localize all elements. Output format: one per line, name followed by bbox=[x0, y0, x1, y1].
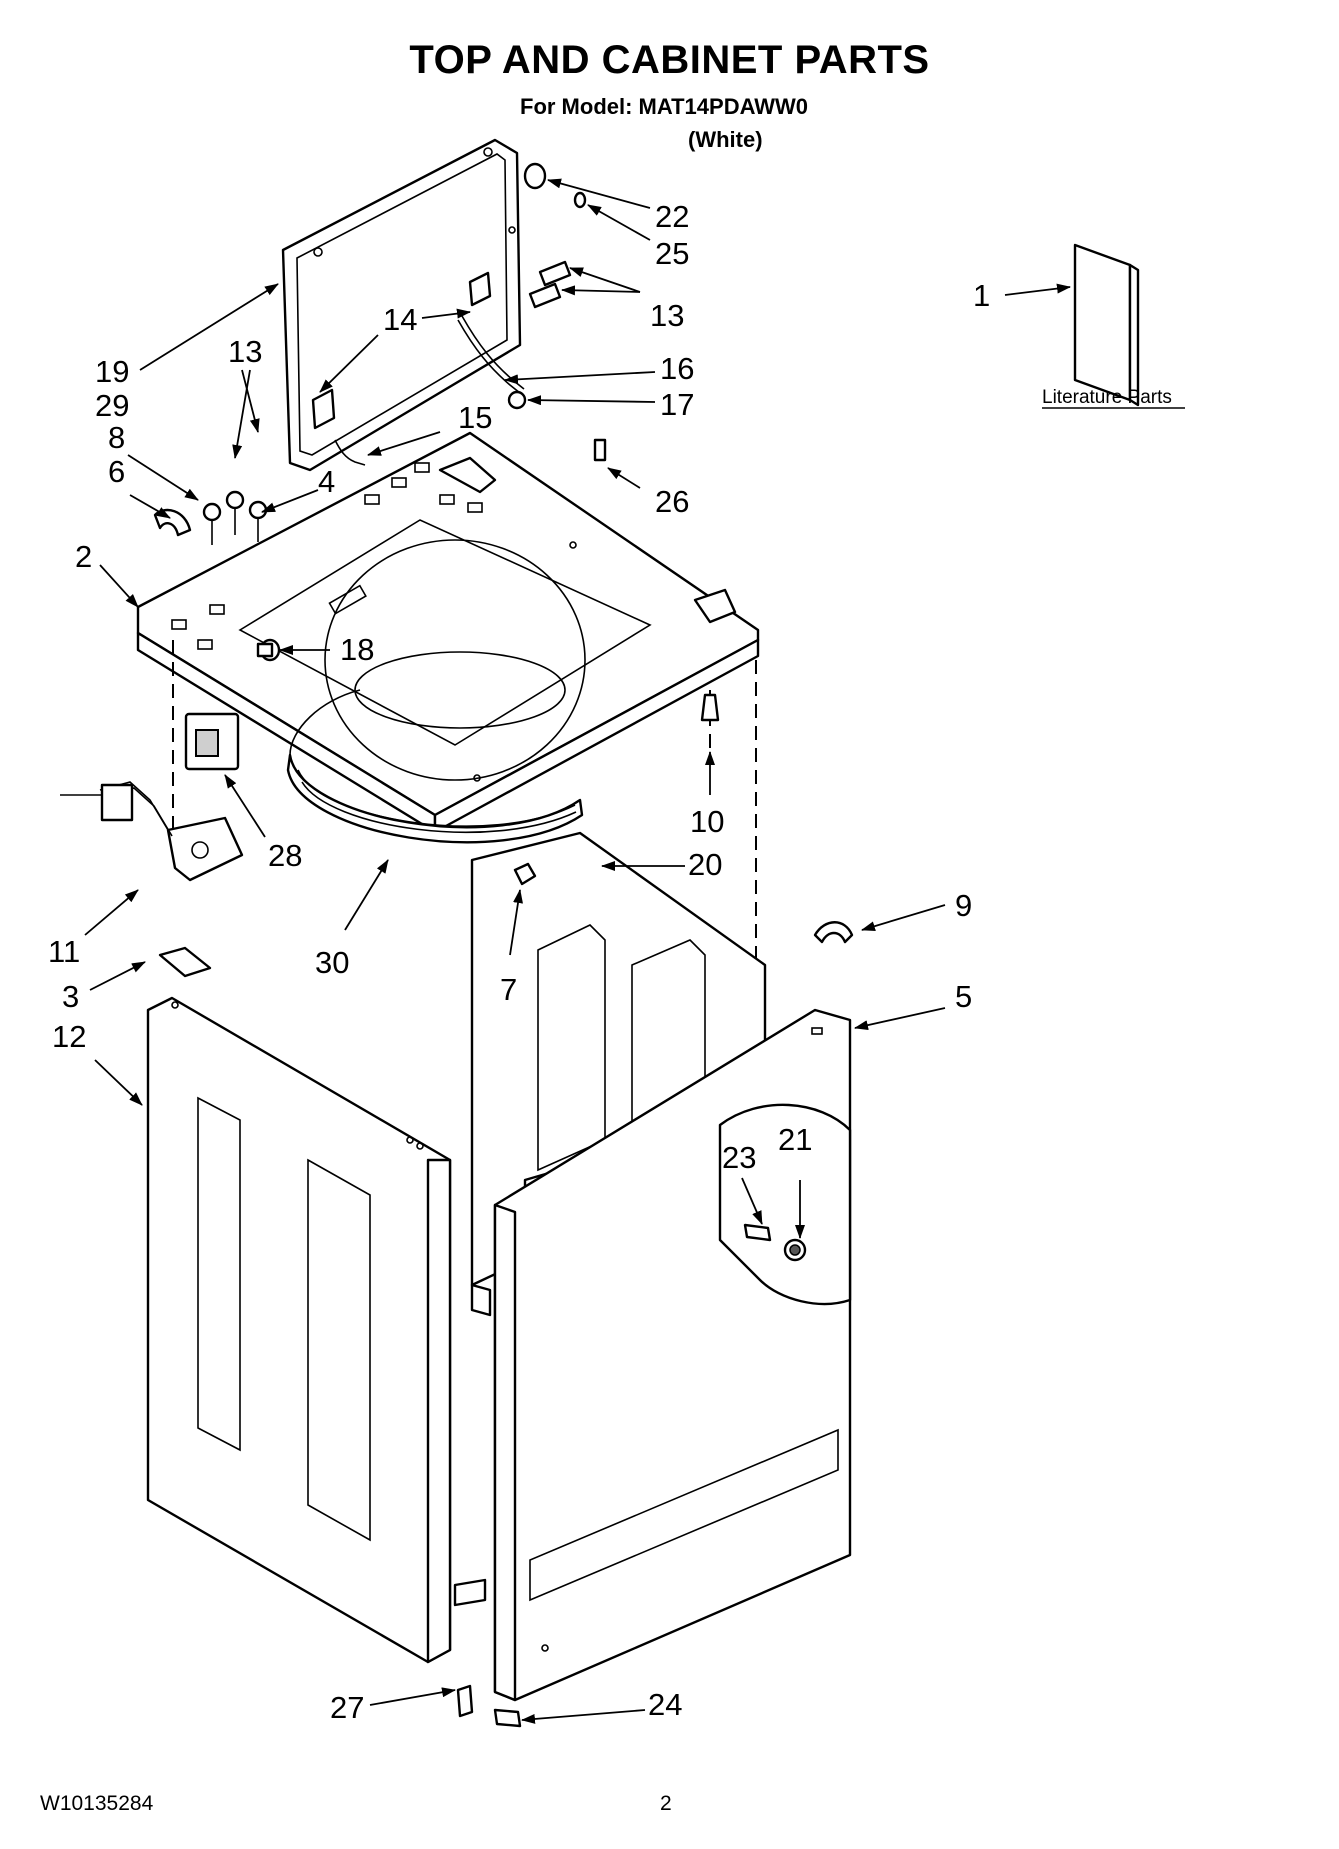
color-note: (White) bbox=[688, 127, 763, 152]
cabinet-clip bbox=[513, 862, 537, 886]
callout-4: 4 bbox=[318, 464, 335, 499]
model-line: For Model: MAT14PDAWW0 bbox=[520, 94, 809, 119]
callout-17: 17 bbox=[660, 387, 694, 422]
top-screw bbox=[593, 438, 607, 462]
callout-3: 3 bbox=[62, 979, 79, 1014]
document-number: W10135284 bbox=[40, 1792, 154, 1815]
callout-15: 15 bbox=[458, 400, 492, 435]
callout-28: 28 bbox=[268, 838, 302, 873]
callout-29: 29 bbox=[95, 388, 129, 423]
page-title: TOP AND CABINET PARTS bbox=[409, 38, 930, 82]
lid-frame bbox=[281, 138, 522, 472]
callout-16: 16 bbox=[660, 351, 694, 386]
callout-26: 26 bbox=[655, 484, 689, 519]
callout-11: 11 bbox=[48, 934, 80, 969]
clip bbox=[813, 921, 854, 944]
callout-12: 12 bbox=[52, 1019, 86, 1054]
callout-1: 1 bbox=[973, 278, 990, 313]
callout-14: 14 bbox=[383, 302, 417, 337]
callout-numbers: 1 2 3 4 5 6 7 8 9 10 11 12 13 13 14 15 1… bbox=[48, 199, 990, 1725]
literature-parts-label: Literature Parts bbox=[1042, 387, 1172, 408]
callout-5: 5 bbox=[955, 979, 972, 1014]
callout-30: 30 bbox=[315, 945, 349, 980]
spacer-pad bbox=[158, 946, 212, 978]
callout-20: 20 bbox=[688, 847, 722, 882]
callout-27: 27 bbox=[330, 1690, 364, 1725]
callout-24: 24 bbox=[648, 1687, 682, 1722]
callout-19: 19 bbox=[95, 354, 129, 389]
callout-13-left: 13 bbox=[228, 334, 262, 369]
callout-2: 2 bbox=[75, 539, 92, 574]
callout-13-right: 13 bbox=[650, 298, 684, 333]
page-number: 2 bbox=[660, 1792, 672, 1815]
callout-25: 25 bbox=[655, 236, 689, 271]
callout-22: 22 bbox=[655, 199, 689, 234]
bottom-screw bbox=[493, 1708, 522, 1728]
lid-bumpers bbox=[523, 162, 587, 209]
literature-booklet: Literature Parts bbox=[1042, 243, 1185, 409]
cabinet-front bbox=[146, 996, 452, 1664]
tub-ring bbox=[286, 689, 584, 844]
hinge-screws bbox=[528, 260, 572, 309]
bottom-clip bbox=[456, 1684, 474, 1718]
hinge-and-rod bbox=[311, 271, 527, 466]
callout-18: 18 bbox=[340, 632, 374, 667]
callout-7: 7 bbox=[500, 972, 517, 1007]
cabinet-right-side bbox=[493, 1008, 852, 1702]
cabinet-top bbox=[136, 431, 760, 834]
panel-screws bbox=[743, 1223, 807, 1262]
top-fasteners bbox=[153, 490, 268, 545]
callout-6: 6 bbox=[108, 454, 125, 489]
lid-switch-assembly bbox=[60, 712, 244, 882]
callout-9: 9 bbox=[955, 888, 972, 923]
callout-23: 23 bbox=[722, 1140, 756, 1175]
callout-8: 8 bbox=[108, 420, 125, 455]
leader-lines bbox=[84, 178, 1071, 1724]
water-inlet bbox=[256, 638, 281, 662]
mounting-bolt bbox=[700, 693, 720, 722]
callout-10: 10 bbox=[690, 804, 724, 839]
callout-21: 21 bbox=[778, 1122, 812, 1157]
